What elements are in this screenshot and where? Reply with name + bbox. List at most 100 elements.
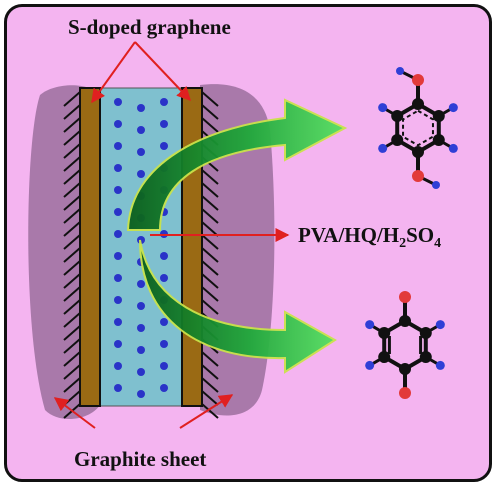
ion-dot [137,170,145,178]
ion-dot [137,280,145,288]
hatch-line [63,299,81,315]
arrow-to-hydroquinone [126,98,348,231]
hydrogen-atom [435,320,445,330]
hatch-line [63,195,81,211]
carbon-atom [412,98,424,110]
hatch-line [63,143,81,159]
ion-dot [114,120,122,128]
hydrogen-atom [448,143,458,153]
hatch-line [63,91,81,107]
ion-dot [160,318,168,326]
hydrogen-atom [365,360,375,370]
ion-dot [114,142,122,150]
ion-dot [137,368,145,376]
carbon-atom [399,315,411,327]
pointer-lines [53,41,290,429]
hydrogen-atom [365,320,375,330]
carbon-atom [378,327,391,339]
hatch-line [201,104,219,120]
ion-dot [160,142,168,150]
ion-dot [160,252,168,260]
ion-dot [137,346,145,354]
hatch-line [201,117,219,133]
hatch-line [201,390,219,406]
hatch-line [63,234,81,250]
hatch-line [201,403,219,419]
hatch-line [63,260,81,276]
electrolyte-label: PVA/HQ/H2SO4 [298,223,441,251]
oxygen-atom [412,74,424,86]
hydrogen-atom [435,360,445,370]
hatch-line [201,91,219,107]
hydrogen-atom [448,103,458,113]
hatch-line [201,299,219,315]
hydrogen-atom [432,181,440,189]
hatch-line [201,221,219,237]
ion-dot [160,340,168,348]
hatch-line [201,247,219,263]
hatch-line [63,130,81,146]
graphene-strip-right [181,87,203,407]
hatch-line [63,169,81,185]
hatch-line [63,364,81,380]
ion-dot [114,164,122,172]
graphite-sheet-label: Graphite sheet [74,447,206,471]
ion-dot [114,252,122,260]
carbon-atom [391,110,404,122]
hatch-line [63,377,81,393]
oxygen-atom [399,291,411,303]
graphene-strip-left [79,87,101,407]
hatch-line [63,208,81,224]
hatch-line [63,247,81,263]
ion-dot [137,324,145,332]
hatch-line [201,195,219,211]
carbon-atom [432,134,445,146]
ion-dot [160,98,168,106]
carbon-atom [419,327,432,339]
hatch-line [63,312,81,328]
ion-dot [114,384,122,392]
ion-dot [114,98,122,106]
oxygen-atom [412,170,424,182]
ion-dot [114,296,122,304]
arrow-to-benzoquinone [139,239,337,374]
hatch-line [201,260,219,276]
hatch-line [201,351,219,367]
ion-dot [137,148,145,156]
ion-dot [137,104,145,112]
electrolyte-ions [114,98,168,398]
carbon-atom [399,363,411,375]
hydrogen-atom [396,67,404,75]
hatch-line [63,286,81,302]
carbon-atom [432,110,445,122]
ion-dot [137,126,145,134]
hatch-line [201,273,219,289]
ion-dot [160,120,168,128]
hatch-line [63,156,81,172]
ion-dot [114,230,122,238]
ion-dot [114,340,122,348]
ion-dot [114,274,122,282]
benzoquinone-molecule [365,291,445,399]
ion-dot [114,362,122,370]
hatch-line [63,351,81,367]
ion-dot [114,208,122,216]
ion-dot [160,274,168,282]
ion-dot [114,318,122,326]
carbon-atom [419,351,432,363]
ion-dot [160,362,168,370]
hatch-line [201,208,219,224]
hatch-line [63,117,81,133]
hatch-line [201,169,219,185]
s-doped-graphene-label: S-doped graphene [68,15,231,39]
oxygen-atom [399,387,411,399]
hatch-line [63,221,81,237]
carbon-atom [378,351,391,363]
graphite-hatch-left [63,91,81,419]
hatch-line [201,234,219,250]
hatch-line [63,325,81,341]
hydrogen-atom [378,103,388,113]
aromatic-ring [402,109,434,147]
hatch-line [201,364,219,380]
